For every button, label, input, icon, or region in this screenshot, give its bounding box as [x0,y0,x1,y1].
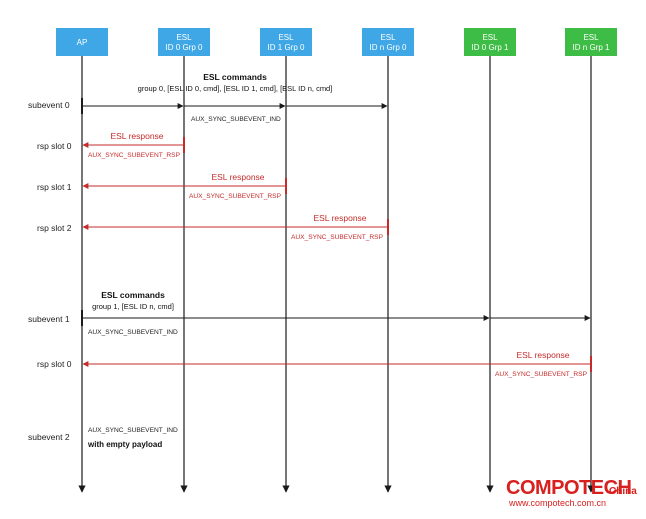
watermark-url: www.compotech.com.cn [508,498,606,508]
participant-label-5-0: ESL [583,33,599,42]
participant-label-1-1: ID 0 Grp 0 [166,43,203,52]
participant-label-3-1: ID n Grp 0 [370,43,407,52]
participant-label-5-1: ID n Grp 1 [573,43,610,52]
group0-detail: group 0, [ESL ID 0, cmd], [ESL ID 1, cmd… [138,84,333,93]
message-1-title: ESL response [110,131,163,141]
message-0-label: AUX_SYNC_SUBEVENT_IND [191,116,281,123]
subevent2-label: AUX_SYNC_SUBEVENT_IND [88,427,178,434]
participant-box-3 [362,28,414,56]
participant-box-0 [56,28,108,56]
message-5-label: AUX_SYNC_SUBEVENT_RSP [495,371,588,378]
subevent2-note: with empty payload [87,440,162,449]
participant-label-3-0: ESL [380,33,396,42]
row-label-rsp-slot-0: rsp slot 0 [37,141,72,151]
group0-title: ESL commands [203,72,267,82]
participant-label-0-0: AP [77,38,88,47]
row-label-subevent-0: subevent 0 [28,100,70,110]
message-3-title: ESL response [313,213,366,223]
row-label-rsp-slot-0-group-1: rsp slot 0 [37,359,72,369]
participant-box-1 [158,28,210,56]
participant-box-5 [565,28,617,56]
participant-label-4-0: ESL [482,33,498,42]
row-label-subevent-1: subevent 1 [28,314,70,324]
group1-title: ESL commands [101,290,165,300]
group1-detail: group 1, [ESL ID n, cmd] [92,302,174,311]
watermark-brand: COMPOTECH [506,477,632,499]
participant-label-2-1: ID 1 Grp 0 [268,43,305,52]
message-3-label: AUX_SYNC_SUBEVENT_RSP [291,234,384,241]
row-labels: subevent 0 rsp slot 0 rsp slot 1 rsp slo… [28,100,72,442]
participant-box-2 [260,28,312,56]
lifelines [78,56,595,493]
watermark-region: China [609,486,637,497]
message-4: AUX_SYNC_SUBEVENT_IND [82,315,591,336]
participant-0: AP [56,28,108,56]
row-label-rsp-slot-2: rsp slot 2 [37,223,72,233]
message-2-label: AUX_SYNC_SUBEVENT_RSP [189,193,282,200]
message-1-label: AUX_SYNC_SUBEVENT_RSP [88,152,181,159]
message-2-title: ESL response [211,172,264,182]
participant-label-2-0: ESL [278,33,294,42]
row-label-rsp-slot-1: rsp slot 1 [37,182,72,192]
participant-label-1-0: ESL [176,33,192,42]
message-4-label: AUX_SYNC_SUBEVENT_IND [88,329,178,336]
watermark: COMPOTECH China www.compotech.com.cn [506,477,637,508]
participant-box-4 [464,28,516,56]
message-0: AUX_SYNC_SUBEVENT_IND [82,103,388,123]
annotations: ESL commands group 0, [ESL ID 0, cmd], [… [87,72,332,449]
row-label-subevent-2: subevent 2 [28,432,70,442]
participant-label-4-1: ID 0 Grp 1 [472,43,509,52]
message-5-title: ESL response [516,350,569,360]
